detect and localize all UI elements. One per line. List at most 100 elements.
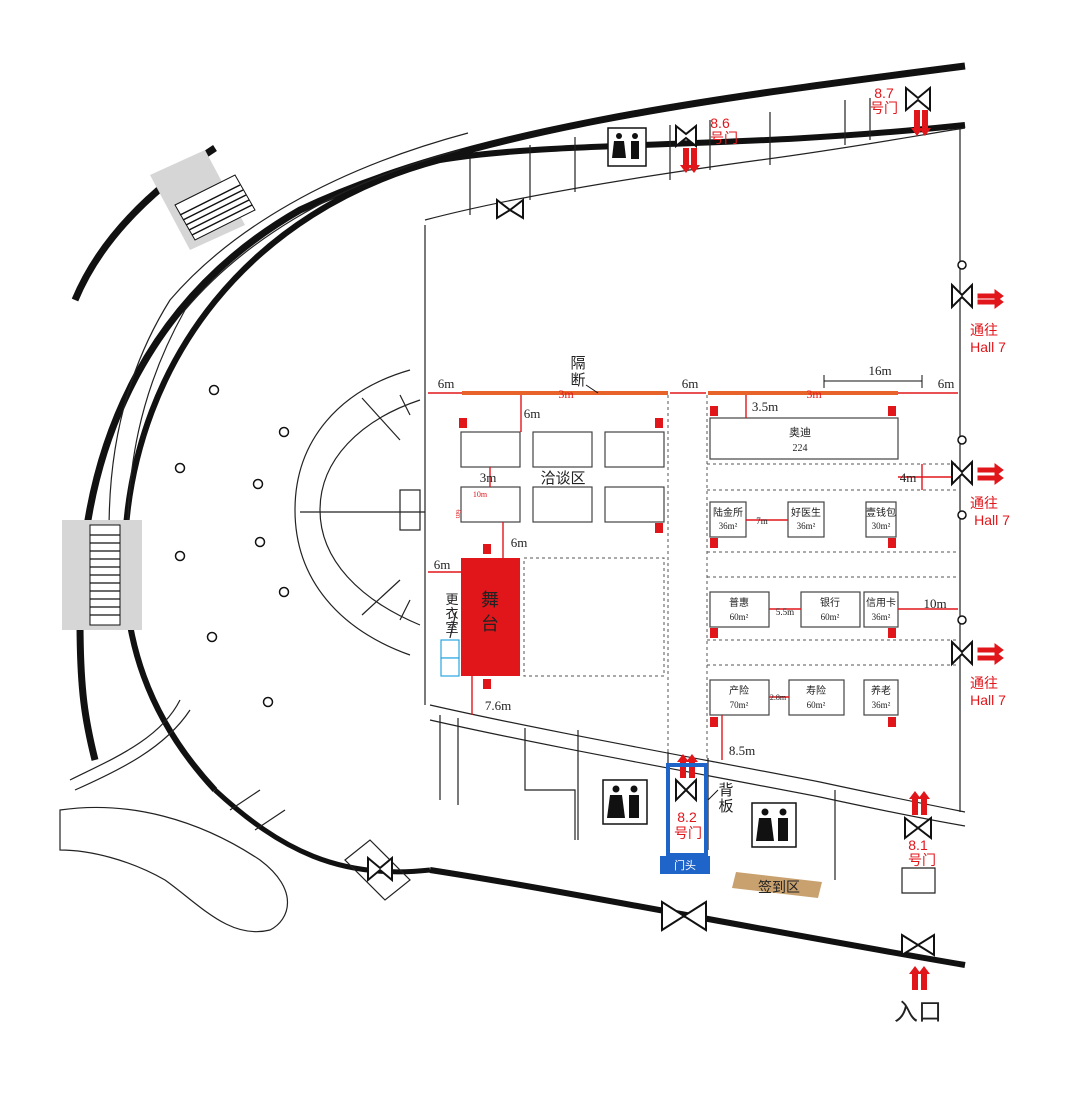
dim-right-4m: 4m <box>900 470 917 485</box>
exit-arrow-icon <box>977 289 1004 665</box>
to-hall7-label-1a: 通往 <box>970 322 998 338</box>
to-hall7-label-2a: 通往 <box>970 495 998 511</box>
backboard-label-2: 板 <box>718 797 733 815</box>
booth-audi-name: 奥迪 <box>789 425 811 439</box>
door-icon <box>675 777 697 803</box>
to-hall7-label-2b: Hall 7 <box>974 512 1010 528</box>
door-8-1-number: 8.1 <box>908 837 928 853</box>
partition-label-2: 断 <box>570 372 585 389</box>
door-8-7-suffix: 号门 <box>870 100 898 116</box>
door-icon <box>367 855 393 883</box>
door-8-6-number: 8.6 <box>710 115 730 131</box>
booth-xinyongka-name: 信用卡 <box>866 596 896 609</box>
fire-extinguisher-icon <box>459 406 896 727</box>
corridor-line <box>69 699 181 781</box>
door-8-7-number: 8.7 <box>874 85 894 101</box>
entrance-label: 入口 <box>894 1000 942 1026</box>
to-hall7-label-1b: Hall 7 <box>970 339 1006 355</box>
escalator-icon <box>62 520 142 630</box>
booth-yiqianbao-name: 壹钱包 <box>866 506 896 519</box>
booth-yiqianbao-size: 30m² <box>872 521 891 531</box>
dim-booth-10m: 10m <box>473 490 488 499</box>
dimension-labels: 6m 3m 6m 3m 6m 16m 3.5m 6m 3m 10m 6m 6m … <box>434 363 955 758</box>
door-icon <box>661 900 707 932</box>
signin-area <box>732 872 822 898</box>
corridor-line <box>229 789 286 831</box>
door-labels: 8.7 号门 8.6 号门 8.2 号门 8.1 号门 <box>674 85 936 868</box>
booth-xinyongka-size: 36m² <box>872 612 891 622</box>
door-icon <box>675 123 697 149</box>
door-icon <box>904 815 932 841</box>
dim-8-5m: 8.5m <box>729 743 755 758</box>
columns <box>174 384 290 708</box>
dim-5-5m: 5.5m <box>776 607 794 617</box>
aisle-guides <box>523 395 958 760</box>
door-8-1-suffix: 号门 <box>908 852 936 868</box>
booth-shouxian-name: 寿险 <box>806 684 826 697</box>
gatehead-label: 门头 <box>674 858 696 872</box>
partition-label-1: 隔 <box>570 355 585 372</box>
dim-right-10m: 10m <box>923 596 946 611</box>
booth-yanglao-size: 36m² <box>872 700 891 710</box>
door-arrows <box>677 110 931 990</box>
side-door-frame <box>344 839 411 901</box>
stage-label-2: 台 <box>481 614 499 634</box>
dim-16m: 16m <box>868 363 891 378</box>
negotiation-area-label: 洽谈区 <box>540 470 585 487</box>
booth-labels: 奥迪 224 陆金所 36m² 好医生 36m² 壹钱包 30m² 普惠 60m… <box>713 425 896 710</box>
booth-shouxian-size: 60m² <box>807 700 826 710</box>
top-booths-row <box>469 98 871 215</box>
dim-stage-left-6m: 6m <box>434 557 451 572</box>
corridor-line <box>74 709 191 791</box>
dim-3-5m: 3.5m <box>752 399 778 414</box>
booth-lujinsuo-name: 陆金所 <box>713 506 743 519</box>
backboard-frame <box>666 763 708 857</box>
hall-bottom-wall <box>429 704 966 813</box>
booth-chanxian-name: 产险 <box>729 684 749 697</box>
semicircle-lounge <box>294 369 425 656</box>
hall-bottom-wall-2 <box>429 719 966 827</box>
restroom-icon <box>602 779 648 825</box>
dim-2-8m: 2.8m <box>770 693 787 702</box>
restroom-icon <box>751 802 797 848</box>
door-8-2-suffix: 号门 <box>674 825 702 841</box>
signin-label: 签到区 <box>758 879 800 896</box>
door-icon <box>951 282 973 310</box>
backboard-label-1: 背 <box>718 782 733 799</box>
booth-yinhang-size: 60m² <box>821 612 840 622</box>
door-icon <box>951 639 973 667</box>
dressing-room-box <box>440 657 460 677</box>
booth-puhui-name: 普惠 <box>729 596 749 609</box>
outer-wall-bottom-curve <box>213 788 431 875</box>
door-icon <box>901 933 935 957</box>
booth-lujinsuo-size: 36m² <box>719 521 738 531</box>
restroom-icon <box>607 127 647 167</box>
booth-haoyisheng-name: 好医生 <box>791 506 821 519</box>
corridor-ramp <box>59 806 288 933</box>
dim-booth-side: 6m <box>454 510 462 520</box>
wall-door-markers <box>957 260 967 625</box>
dressing-label-3: 室 <box>445 620 458 635</box>
dim-stage-6m: 6m <box>511 535 528 550</box>
booth-chanxian-size: 70m² <box>730 700 749 710</box>
hall-top-wall <box>424 127 966 221</box>
dimension-lines <box>428 375 958 760</box>
inner-walkway-upper <box>108 132 469 561</box>
dim-booth-3m: 3m <box>480 470 497 485</box>
dressing-label-2: 衣 <box>445 606 458 621</box>
dim-7m: 7m <box>756 516 768 526</box>
stage <box>461 558 520 676</box>
booth-audi-size: 224 <box>793 443 808 454</box>
negotiation-booths <box>460 431 665 523</box>
door-8-2-number: 8.2 <box>677 809 697 825</box>
dim-partition-3m-right: 3m <box>806 387 822 401</box>
booth-puhui-size: 60m² <box>730 612 749 622</box>
exhibitor-booths <box>709 417 899 716</box>
dim-top-left-6m: 6m <box>438 376 455 391</box>
gatehead-box <box>660 856 710 874</box>
door-icon <box>905 85 931 113</box>
door-8-6-suffix: 号门 <box>710 130 738 146</box>
booth-haoyisheng-size: 36m² <box>797 521 816 531</box>
inner-walkway-upper-2 <box>127 149 461 561</box>
